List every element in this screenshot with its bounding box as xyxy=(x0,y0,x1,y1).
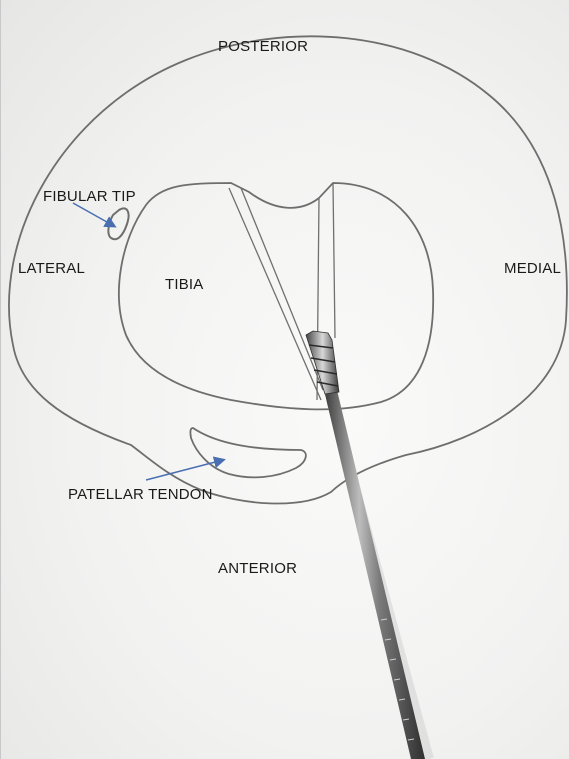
tunnel-line-b xyxy=(241,188,323,390)
fibular-tip-arrow xyxy=(73,203,114,226)
label-lateral: LATERAL xyxy=(18,260,85,277)
label-tibia: TIBIA xyxy=(165,276,204,293)
patellar-tendon-outline xyxy=(190,428,305,477)
label-anterior: ANTERIOR xyxy=(218,560,297,577)
rod xyxy=(324,390,425,759)
label-medial: MEDIAL xyxy=(504,260,561,277)
tunnel-line-d xyxy=(333,183,335,338)
patellar-tendon-arrow xyxy=(146,460,223,480)
label-posterior: POSTERIOR xyxy=(218,38,308,55)
label-fibular-tip: FIBULAR TIP xyxy=(43,188,136,205)
outer-leg-outline xyxy=(9,36,567,503)
tunnel-line-a xyxy=(229,188,321,400)
label-patellar-tendon: PATELLAR TENDON xyxy=(68,486,213,503)
drill-tip xyxy=(306,331,339,394)
